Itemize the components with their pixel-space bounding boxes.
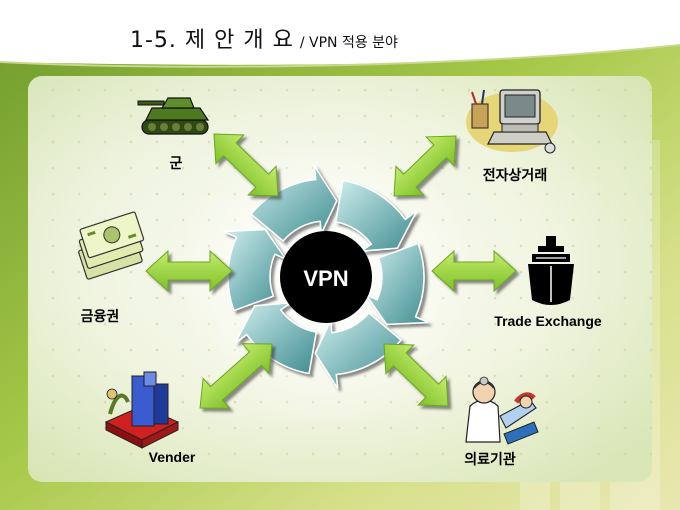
arrow-ecommerce [393, 135, 457, 197]
arrow-military [213, 133, 279, 197]
node-label-vendor: Vender [149, 449, 196, 465]
cycle-segment [314, 311, 403, 389]
node-label-ecommerce: 전자상거래 [483, 167, 547, 184]
cycle-segment [223, 228, 288, 312]
node-label-trade: Trade Exchange [494, 313, 602, 329]
slide-title: 1-5. 제 안 개 요 / VPN 적용 분야 [130, 22, 398, 54]
money-icon [78, 211, 145, 280]
computer-icon [466, 89, 558, 154]
title-main: 1-5. 제 안 개 요 [130, 28, 294, 53]
vpn-center-label: VPN [303, 266, 348, 291]
vpn-center-circle [280, 231, 372, 323]
arrow-medical [383, 343, 449, 407]
node-label-medical: 의료기관 [464, 451, 516, 468]
node-label-finance: 금융권 [81, 309, 120, 325]
arrow-vendor [199, 343, 273, 409]
connector-arrows [145, 133, 517, 409]
cycle-ring [223, 165, 429, 389]
tank-icon [137, 97, 210, 135]
arrow-finance [145, 249, 233, 293]
node-label-military: 군 [170, 156, 183, 172]
arrow-trade [431, 249, 517, 293]
doctor-icon [465, 376, 539, 445]
cycle-segment [234, 301, 318, 375]
ship-icon [528, 236, 574, 305]
cycle-segment [334, 179, 418, 253]
title-band [0, 0, 680, 65]
cycle-segment [364, 242, 429, 326]
title-sub: / VPN 적용 분야 [299, 35, 398, 51]
building-icon [104, 371, 180, 449]
cycle-segment [249, 165, 338, 243]
